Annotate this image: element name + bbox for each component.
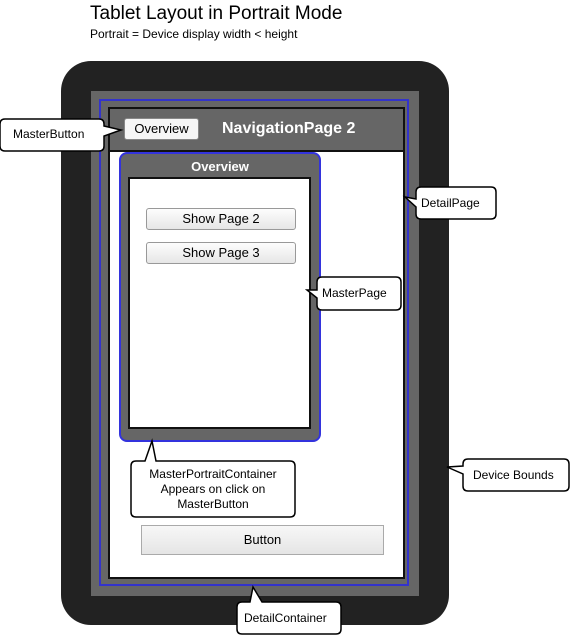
callout-mpc-line-1: MasterPortraitContainer — [149, 467, 277, 481]
callout-master-button-text: MasterButton — [13, 127, 85, 141]
show-page-3-button[interactable]: Show Page 3 — [146, 242, 296, 264]
detail-button[interactable]: Button — [141, 525, 384, 555]
callout-mpc-line-3: MasterButton — [177, 497, 249, 511]
callout-master-portrait-container-text: MasterPortraitContainer Appears on click… — [131, 467, 295, 512]
diagram-subtitle: Portrait = Device display width < height — [90, 27, 298, 41]
callout-master-page-text: MasterPage — [322, 286, 387, 300]
callout-mpc-line-2: Appears on click on — [160, 482, 266, 496]
callout-device-bounds-text: Device Bounds — [473, 468, 554, 482]
callout-detail-page-text: DetailPage — [421, 196, 480, 210]
show-page-2-button[interactable]: Show Page 2 — [146, 208, 296, 230]
callout-detail-container-text: DetailContainer — [244, 611, 327, 625]
diagram-title: Tablet Layout in Portrait Mode — [90, 3, 343, 24]
master-button[interactable]: Overview — [124, 118, 199, 140]
master-title: Overview — [191, 159, 249, 174]
navigation-title: NavigationPage 2 — [222, 120, 356, 137]
